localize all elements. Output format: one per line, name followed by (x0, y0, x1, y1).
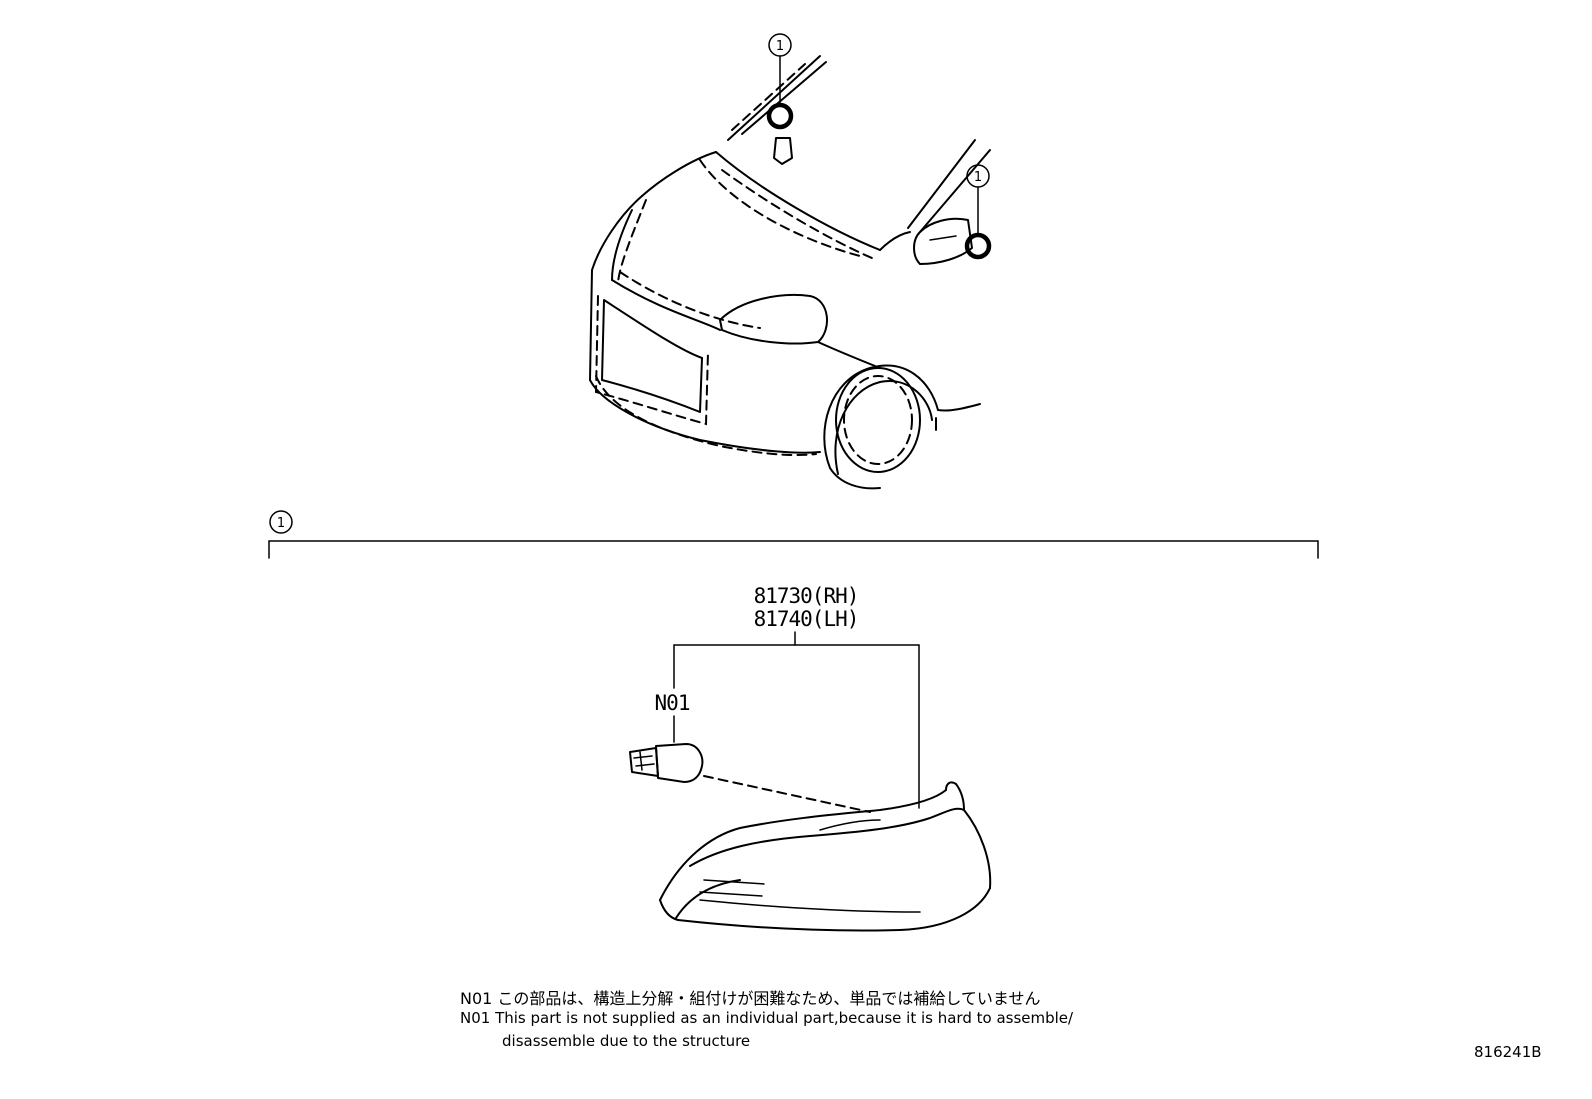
section-callout-label: 1 (277, 516, 285, 531)
bulb-code-label: N01 (655, 691, 690, 715)
note-japanese: N01 この部品は、構造上分解・組付けが困難なため、単品では補給していません (460, 989, 1041, 1008)
figure-id: 816241B (1474, 1043, 1542, 1061)
section-bracket: 1 (268, 510, 1319, 559)
callout-mirror-label: 1 (974, 170, 982, 185)
note-english-line-1: N01 This part is not supplied as an indi… (460, 1009, 1074, 1027)
bulb-icon (629, 743, 704, 783)
callout-top: 1 (766, 33, 794, 130)
part-number-labels: 81730(RH) 81740(LH) N01 (655, 584, 920, 809)
callout-mirror: 1 (964, 164, 992, 260)
car-illustration (589, 55, 991, 490)
part-number-rh: 81730(RH) (754, 584, 859, 608)
callout-top-label: 1 (776, 39, 784, 54)
bulb-dashed-leader (703, 775, 871, 813)
note-english-line-2: disassemble due to the structure (502, 1032, 751, 1050)
side-marker-lamp-icon (659, 781, 992, 932)
part-number-lh: 81740(LH) (754, 607, 859, 631)
